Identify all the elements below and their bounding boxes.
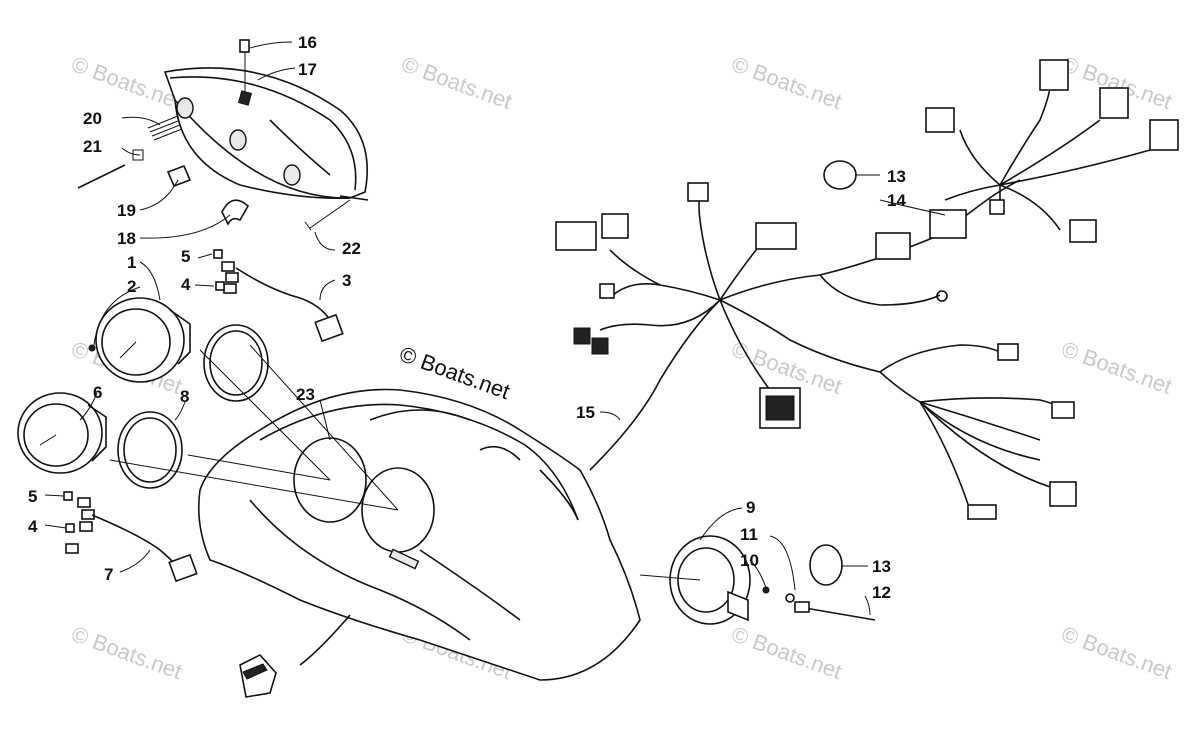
callout-2: 2: [127, 277, 136, 296]
callout-13a: 13: [887, 167, 906, 186]
bolt-21: [77, 164, 126, 189]
callout-23: 23: [296, 385, 315, 404]
callout-5b: 5: [28, 487, 37, 506]
watermark-text: © Boats.net: [68, 51, 185, 114]
callout-22: 22: [342, 239, 361, 258]
watermark-text: © Boats.net: [728, 51, 845, 114]
ring-8b: [117, 411, 183, 489]
gauge-tachometer: [88, 297, 191, 383]
callout-17: 17: [298, 60, 317, 79]
callout-16: 16: [298, 33, 317, 52]
callouts: 16 17 20 21 19 18 22 5 1 4 2 3 6 8 23 5 …: [28, 33, 906, 602]
callout-19: 19: [117, 201, 136, 220]
callout-9: 9: [746, 498, 755, 517]
callout-14: 14: [887, 191, 906, 210]
callout-5a: 5: [181, 247, 190, 266]
watermark-text: © Boats.net: [1058, 621, 1175, 684]
callout-8: 8: [180, 387, 189, 406]
callout-12: 12: [872, 583, 891, 602]
socket-19: [166, 164, 192, 188]
sensor-group: [639, 535, 876, 625]
watermark-text: © Boats.net: [1058, 336, 1175, 399]
callout-4b: 4: [28, 517, 38, 536]
gauge-speedometer: [17, 392, 107, 474]
clamp-13a: [823, 160, 857, 190]
harness-7: [63, 491, 198, 583]
watermark-text: © Boats.net: [398, 51, 515, 114]
bulb-18: [221, 199, 250, 226]
spring-20: [147, 115, 183, 141]
ring-8a: [203, 324, 269, 402]
harness-3: [213, 249, 344, 343]
clamp-13b: [809, 544, 843, 586]
watermark-text: © Boats.net: [68, 621, 185, 684]
callout-13b: 13: [872, 557, 891, 576]
watermark-text: © Boats.net: [728, 621, 845, 684]
pin-22: [304, 199, 351, 231]
callout-3: 3: [342, 271, 351, 290]
callout-21: 21: [83, 137, 102, 156]
callout-10: 10: [740, 551, 759, 570]
headlight-assembly: [77, 39, 369, 231]
clip-16: [239, 39, 250, 53]
callout-15: 15: [576, 403, 595, 422]
leader-lines: [44, 41, 946, 616]
callout-4a: 4: [181, 275, 191, 294]
callout-11: 11: [740, 525, 758, 544]
callout-20: 20: [83, 109, 102, 128]
callout-18: 18: [117, 229, 136, 248]
main-wiring-harness: [555, 59, 1179, 520]
callout-6: 6: [93, 383, 102, 402]
callout-7: 7: [104, 565, 113, 584]
callout-1: 1: [127, 253, 136, 272]
